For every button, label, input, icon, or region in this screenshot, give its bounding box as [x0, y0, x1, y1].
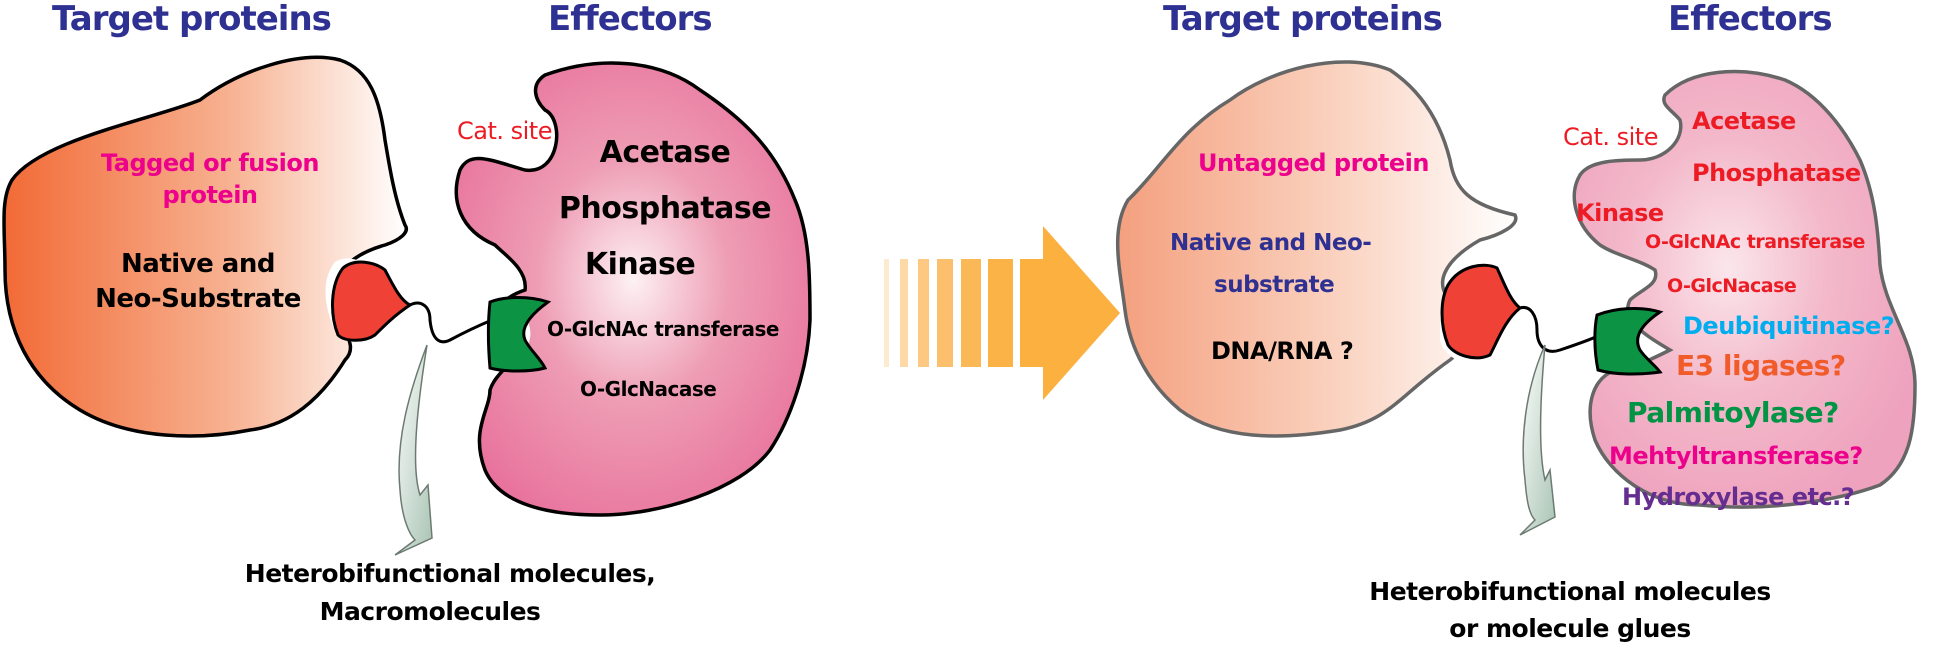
left-substrate-line2: Neo-Substrate	[95, 284, 301, 314]
right-effector-phosphatase: Phosphatase	[1692, 159, 1861, 187]
left-molecule-label-line2: Macromolecules	[319, 597, 541, 626]
right-ligand-green	[1593, 306, 1664, 376]
right-effector-deubiquitinase: Deubiquitinase?	[1683, 312, 1895, 340]
right-linker	[1519, 305, 1601, 353]
right-down-arrow-icon	[1519, 344, 1556, 536]
right-target-proteins-header: Target proteins	[1163, 0, 1443, 39]
right-effector-methyltransferase: Mehtyltransferase?	[1609, 442, 1863, 470]
right-effector-e3-ligases: E3 ligases?	[1676, 349, 1846, 382]
right-target-protein-shape	[1115, 60, 1518, 438]
right-nucleic-acid-label: DNA/RNA ?	[1211, 337, 1354, 365]
left-effector-protein-shape	[454, 61, 812, 517]
left-linker	[409, 301, 493, 344]
right-arrow-icon	[1020, 226, 1120, 400]
left-effectors-header: Effectors	[548, 0, 713, 39]
left-ligand-green	[487, 296, 552, 373]
left-target-label-line2: protein	[162, 181, 258, 209]
right-effector-hydroxylase: Hydroxylase etc.?	[1622, 483, 1855, 511]
right-effector-oglcnacase: O-GlcNacase	[1667, 275, 1797, 297]
left-effector-kinase: Kinase	[584, 247, 696, 282]
right-effector-protein-shape	[1572, 69, 1917, 509]
right-effector-palmitoylase: Palmitoylase?	[1627, 396, 1839, 429]
left-substrate-line1: Native and	[121, 249, 275, 279]
left-effector-oglcnacase: O-GlcNacase	[580, 377, 717, 401]
right-effector-oglcnac-transferase: O-GlcNAc transferase	[1645, 231, 1865, 253]
right-effectors-header: Effectors	[1668, 0, 1833, 39]
left-warhead-red	[331, 260, 413, 342]
left-target-proteins-header: Target proteins	[52, 0, 332, 39]
right-warhead-red	[1440, 263, 1523, 360]
left-catalytic-site-label: Cat. site	[457, 117, 552, 145]
right-molecule-label-line1: Heterobifunctional molecules	[1369, 577, 1771, 606]
left-effector-oglcnac-transferase: O-GlcNAc transferase	[547, 317, 780, 341]
right-substrate-line2: substrate	[1214, 272, 1335, 298]
left-target-protein-shape	[2, 55, 408, 438]
left-molecule-label-line1: Heterobifunctional molecules,	[244, 559, 656, 588]
right-substrate-line1: Native and Neo-	[1170, 230, 1372, 256]
transition-arrow	[884, 226, 1120, 400]
right-effector-kinase: Kinase	[1576, 199, 1664, 227]
right-molecule-label-line2: or molecule glues	[1449, 614, 1691, 643]
right-target-label: Untagged protein	[1198, 149, 1429, 177]
right-catalytic-site-label: Cat. site	[1563, 123, 1658, 151]
left-down-arrow-icon	[394, 344, 433, 556]
left-effector-acetase: Acetase	[599, 135, 731, 170]
left-effector-phosphatase: Phosphatase	[558, 191, 772, 226]
right-effector-acetase: Acetase	[1692, 107, 1796, 135]
left-target-label-line1: Tagged or fusion	[101, 149, 319, 177]
